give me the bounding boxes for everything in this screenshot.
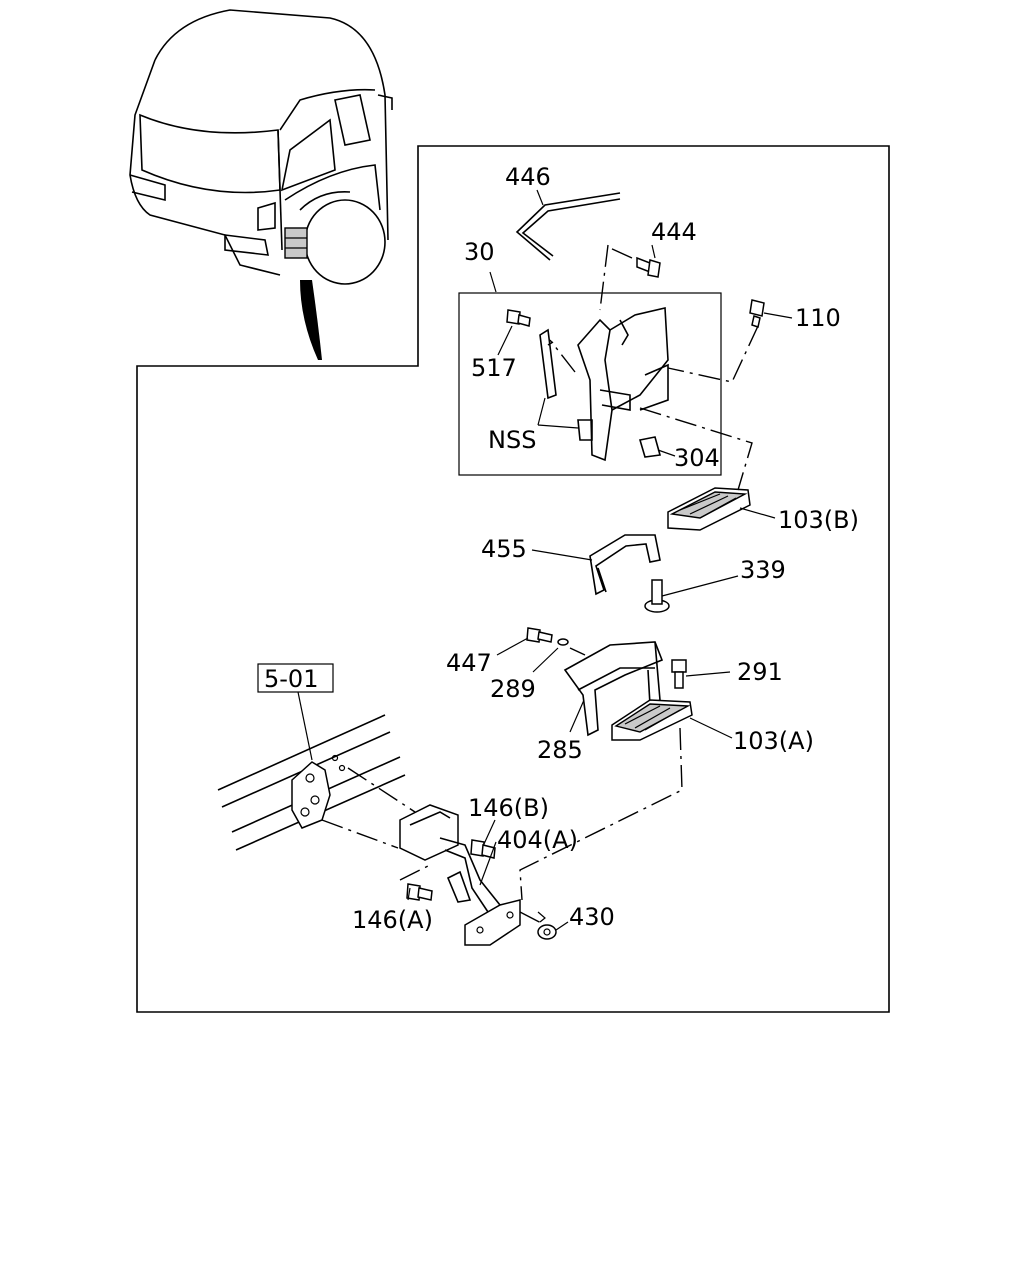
callout-arrow-icon	[300, 280, 322, 360]
step-103b	[667, 487, 751, 531]
bolt-291-icon	[671, 659, 687, 689]
step-highlight-icon	[284, 227, 308, 259]
label-517: 517	[471, 354, 517, 382]
bolt-444-icon	[636, 256, 661, 278]
label-103a: 103(A)	[733, 727, 814, 755]
label-146a: 146(A)	[352, 906, 433, 934]
label-446: 446	[505, 163, 551, 191]
bracket-455	[589, 534, 661, 596]
label-289: 289	[490, 675, 536, 703]
label-110: 110	[795, 304, 841, 332]
bolt-447-icon	[526, 627, 553, 643]
label-30: 30	[464, 238, 495, 266]
truck-cab-overview	[129, 9, 393, 285]
label-146b: 146(B)	[468, 794, 549, 822]
label-447: 447	[446, 649, 492, 677]
assembly-lines	[321, 244, 759, 926]
bolt-146b-icon	[470, 839, 496, 859]
step-arm-404a	[399, 804, 521, 946]
detail-frame	[136, 145, 890, 1013]
bolt-339-icon	[644, 579, 670, 613]
mounting-plate	[291, 754, 346, 829]
rod-446	[515, 192, 621, 261]
bolt-517-icon	[506, 309, 531, 327]
assembly-30-box	[458, 292, 722, 476]
bolt-110-icon	[749, 299, 765, 328]
label-nss: NSS	[488, 426, 536, 454]
label-304: 304	[674, 444, 720, 472]
washer-289-icon	[557, 638, 569, 646]
label-ref-501: 5-01	[264, 665, 318, 693]
label-339: 339	[740, 556, 786, 584]
nut-430-icon	[537, 924, 557, 940]
label-430: 430	[569, 903, 615, 931]
label-291: 291	[737, 658, 783, 686]
ref-501-box	[257, 663, 334, 693]
label-455: 455	[481, 535, 527, 563]
bracket-assembly-30	[539, 307, 669, 462]
label-103b: 103(B)	[778, 506, 859, 534]
leader-lines	[297, 189, 793, 931]
label-444: 444	[651, 218, 697, 246]
label-404a: 404(A)	[497, 826, 578, 854]
step-103a	[611, 699, 693, 741]
label-285: 285	[537, 736, 583, 764]
bolt-146a-icon	[406, 883, 433, 901]
